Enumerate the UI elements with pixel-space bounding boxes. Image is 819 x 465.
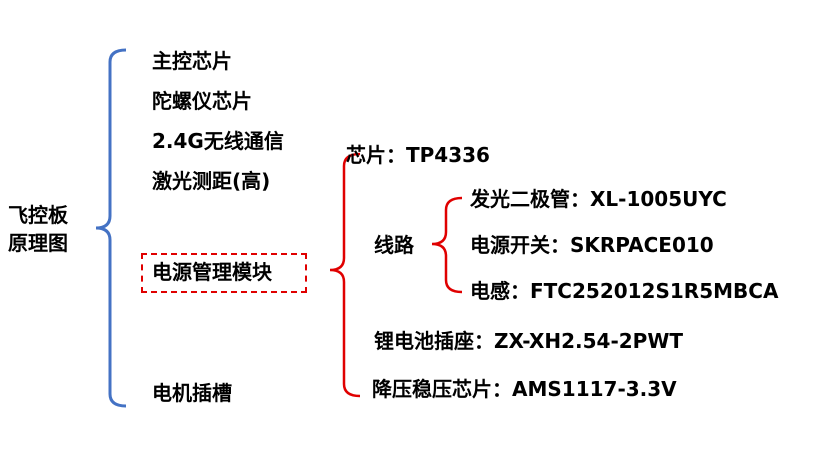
regulator-chip: 降压稳压芯片：AMS1117-3.3V xyxy=(372,377,677,401)
circuit-led: 发光二极管：XL-1005UYC xyxy=(470,187,727,211)
battery-socket: 锂电池插座：ZX-XH2.54-2PWT xyxy=(374,329,684,353)
power-module-bracket xyxy=(329,152,361,398)
item-gyro-chip: 陀螺仪芯片 xyxy=(152,89,252,113)
item-laser-ranging: 激光测距(高) xyxy=(152,169,271,193)
circuit-bracket xyxy=(431,196,463,294)
circuit-power-switch: 电源开关：SKRPACE010 xyxy=(470,233,714,257)
item-main-chip: 主控芯片 xyxy=(152,49,232,73)
circuit-inductor: 电感：FTC252012S1R5MBCA xyxy=(470,279,779,303)
item-power-module: 电源管理模块 xyxy=(152,260,272,284)
power-module-highlight xyxy=(141,253,307,293)
root-node-line1: 飞控板 xyxy=(8,203,68,227)
item-motor-slot: 电机插槽 xyxy=(152,381,232,405)
level1-bracket xyxy=(95,48,127,408)
item-wireless: 2.4G无线通信 xyxy=(152,129,284,153)
power-chip: 芯片：TP4336 xyxy=(346,143,490,167)
circuit-label: 线路 xyxy=(374,233,414,257)
root-node-line2: 原理图 xyxy=(8,231,68,255)
